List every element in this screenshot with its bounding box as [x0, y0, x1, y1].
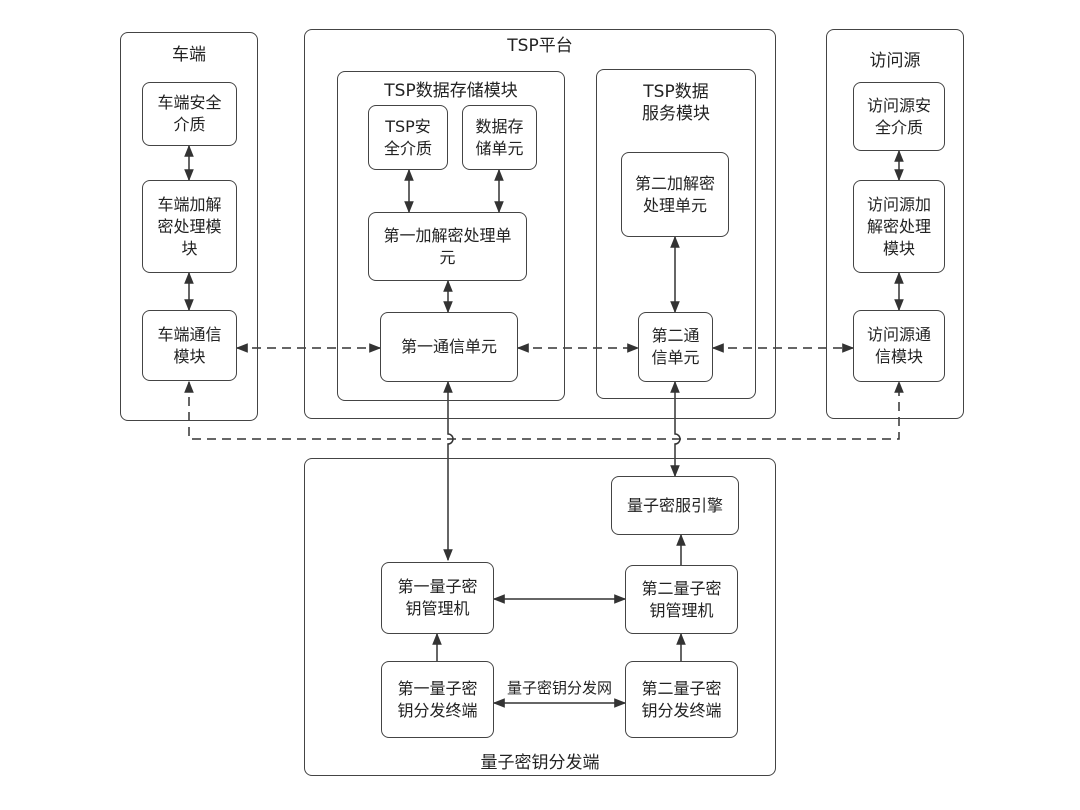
- tsp-service-group: [596, 69, 756, 399]
- quantum-group-title: 量子密钥分发端: [480, 753, 600, 773]
- second-comm-unit: 第二通 信单元: [638, 312, 713, 382]
- data-storage-unit: 数据存 储单元: [462, 105, 537, 170]
- second-qkd-terminal: 第二量子密 钥分发终端: [625, 661, 738, 738]
- vehicle-group: [120, 32, 258, 421]
- tsp-platform-title: TSP平台: [507, 36, 573, 56]
- tsp-platform-group: [304, 29, 776, 419]
- visitor-group-title: 访问源: [869, 51, 921, 71]
- tsp-storage-title: TSP数据存储模块: [384, 81, 518, 101]
- vehicle-group-title: 车端: [172, 45, 206, 65]
- first-comm-unit: 第一通信单元: [380, 312, 518, 382]
- visitor-secure-medium: 访问源安 全介质: [853, 82, 945, 151]
- vehicle-comm-module: 车端通信 模块: [142, 310, 237, 381]
- tsp-secure-medium: TSP安 全介质: [368, 105, 448, 170]
- visitor-comm-module: 访问源通 信模块: [853, 310, 945, 382]
- visitor-crypto-module: 访问源加 解密处理 模块: [853, 180, 945, 273]
- quantum-group: [304, 458, 776, 776]
- second-key-manager: 第二量子密 钥管理机: [625, 565, 738, 634]
- tsp-service-title: TSP数据 服务模块: [642, 82, 710, 124]
- qkd-network-label: 量子密钥分发网: [506, 679, 612, 697]
- vehicle-crypto-module: 车端加解 密处理模 块: [142, 180, 237, 273]
- tsp-storage-group: [337, 71, 565, 401]
- second-crypto-unit: 第二加解密 处理单元: [621, 152, 729, 237]
- first-key-manager: 第一量子密 钥管理机: [381, 562, 494, 634]
- first-qkd-terminal: 第一量子密 钥分发终端: [381, 661, 494, 738]
- vehicle-secure-medium: 车端安全 介质: [142, 82, 237, 146]
- first-crypto-unit: 第一加解密处理单 元: [368, 212, 527, 281]
- visitor-group: [826, 29, 964, 419]
- dash-vehicle-visitor-bus: [184, 380, 904, 440]
- quantum-service-engine: 量子密服引擎: [611, 476, 739, 535]
